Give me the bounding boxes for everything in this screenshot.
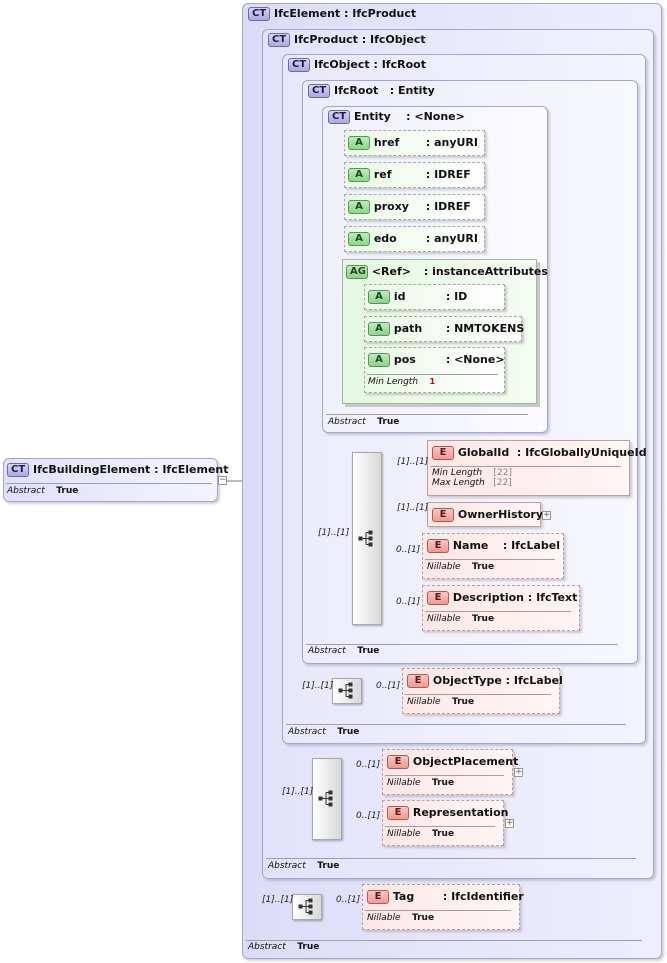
collapse-building-element-button[interactable]: − (218, 475, 227, 485)
cardinality-object-placement: 0..[1] (356, 760, 381, 770)
cardinality-element-seq: [1]..[1] (262, 895, 294, 905)
attribute-icon: A (368, 322, 390, 336)
sequence-icon (318, 790, 333, 807)
expand-object-placement-button[interactable]: + (514, 767, 523, 777)
ct-ifc-product-title: CT IfcProduct : IfcObject (268, 33, 426, 47)
attr-pos[interactable]: A pos: <None> Min Length 1 (364, 347, 505, 393)
element-icon: E (407, 674, 429, 688)
ct-entity-title: CT Entity : <None> (328, 110, 465, 124)
cardinality-description: 0..[1] (396, 597, 421, 607)
attribute-group-icon: AG (346, 265, 368, 279)
element-name[interactable]: E Name: IfcLabel Nillable True (422, 533, 564, 579)
product-footer-line (266, 858, 636, 859)
element-icon: E (432, 446, 454, 460)
element-footer-line (246, 940, 642, 941)
complex-type-icon: CT (308, 84, 331, 98)
root-abstract: Abstract True (308, 646, 380, 656)
attr-path[interactable]: A path: NMTOKENS (364, 316, 524, 342)
element-tag[interactable]: E Tag: IfcIdentifier Nillable True (362, 884, 524, 930)
attr-proxy[interactable]: A proxy: IDREF (344, 194, 485, 220)
sequence-product[interactable] (312, 758, 342, 840)
expand-owner-history-button[interactable]: + (542, 510, 551, 520)
root-footer-line (306, 644, 618, 645)
cardinality-name: 0..[1] (396, 545, 421, 555)
ct-ifc-element-title: CT IfcElement : IfcProduct (248, 7, 416, 21)
attr-id[interactable]: A id: ID (364, 284, 505, 310)
ct-ifc-object-title: CT IfcObject : IfcRoot (288, 58, 426, 72)
attribute-icon: A (348, 136, 370, 150)
element-icon: E (387, 755, 409, 769)
attribute-icon: A (348, 200, 370, 214)
sequence-icon (298, 898, 313, 915)
entity-footer-line (326, 414, 528, 415)
attribute-icon: A (368, 353, 390, 367)
cardinality-object-type: 0..[1] (376, 681, 401, 691)
complex-type-icon: CT (288, 58, 311, 72)
sequence-icon (338, 682, 353, 699)
element-description[interactable]: E Description : IfcText Nillable True (422, 585, 580, 631)
cardinality-representation: 0..[1] (356, 811, 381, 821)
attr-edo[interactable]: A edo: anyURI (344, 226, 485, 252)
element-icon: E (387, 806, 409, 820)
expand-representation-button[interactable]: + (505, 818, 514, 828)
element-global-id[interactable]: E GlobalId : IfcGloballyUniqueId Min Len… (427, 440, 647, 496)
ct-ifc-building-element[interactable]: CT IfcBuildingElement : IfcElement Abstr… (3, 458, 229, 502)
element-abstract: Abstract True (248, 942, 320, 952)
entity-abstract: Abstract True (328, 417, 400, 427)
complex-type-icon: CT (328, 110, 351, 124)
complex-type-icon: CT (268, 33, 291, 47)
element-icon: E (367, 890, 389, 904)
element-icon: E (427, 591, 449, 605)
cardinality-root-seq: [1]..[1] (318, 528, 350, 538)
element-icon: E (427, 539, 449, 553)
element-object-placement[interactable]: E ObjectPlacement Nillable True (382, 749, 518, 795)
cardinality-object-seq: [1]..[1] (302, 681, 334, 691)
cardinality-product-seq: [1]..[1] (282, 787, 314, 797)
attribute-icon: A (368, 290, 390, 304)
element-owner-history[interactable]: E OwnerHistory (427, 502, 543, 527)
complex-type-icon: CT (248, 7, 271, 21)
element-representation[interactable]: E Representation Nillable True (382, 800, 508, 846)
element-icon: E (432, 508, 454, 522)
cardinality-global-id: [1]..[1] (397, 457, 429, 467)
attr-ref[interactable]: A ref: IDREF (344, 162, 485, 188)
ct-ifc-root-title: CT IfcRoot : Entity (308, 84, 435, 98)
complex-type-icon: CT (7, 463, 30, 477)
object-abstract: Abstract True (288, 727, 360, 737)
sequence-icon (358, 530, 373, 547)
product-abstract: Abstract True (268, 861, 340, 871)
cardinality-tag: 0..[1] (336, 895, 361, 905)
attribute-icon: A (348, 232, 370, 246)
attr-href[interactable]: A href: anyURI (344, 130, 485, 156)
object-footer-line (286, 724, 626, 725)
cardinality-owner-history: [1]..[1] (397, 503, 429, 513)
element-object-type[interactable]: E ObjectType : IfcLabel Nillable True (402, 668, 563, 714)
attribute-icon: A (348, 168, 370, 182)
